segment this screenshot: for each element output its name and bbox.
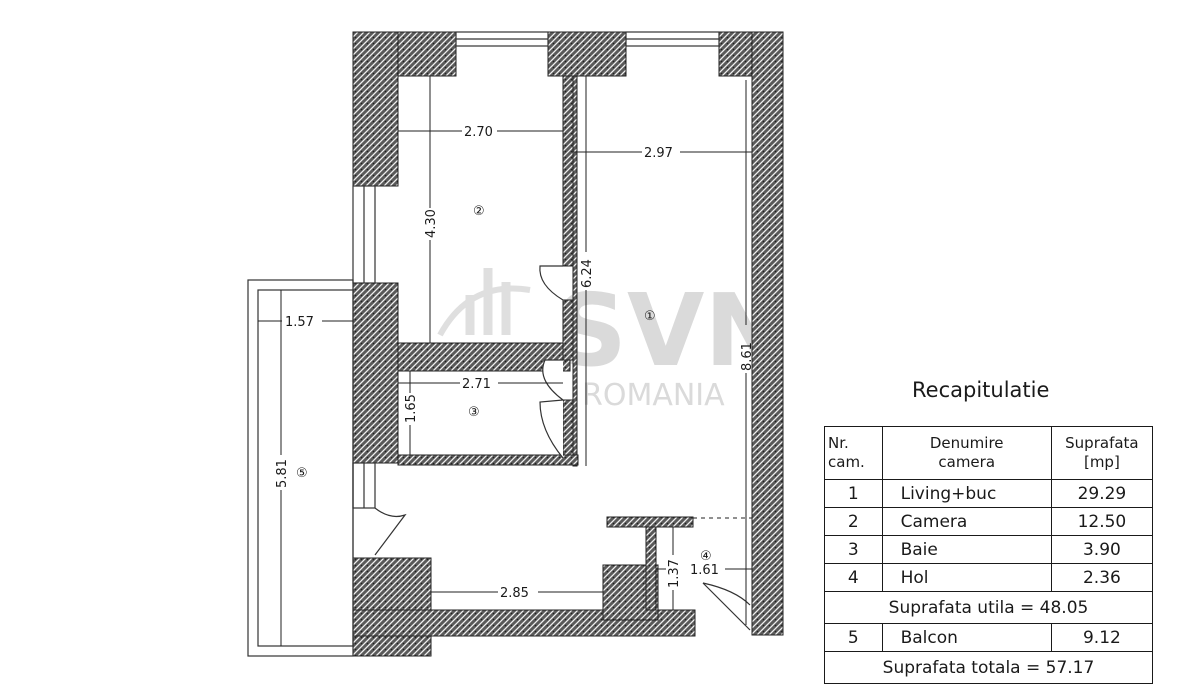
table-row: 2 Camera 12.50 bbox=[824, 507, 1154, 536]
watermark-brand: SVN bbox=[555, 272, 788, 389]
watermark: SVN ROMANIA bbox=[437, 268, 788, 413]
table-row: 1 Living+buc 29.29 bbox=[824, 479, 1154, 508]
balcony bbox=[247, 279, 354, 657]
row-name: Baie bbox=[881, 535, 1052, 564]
doors bbox=[374, 265, 751, 631]
row-area: 2.36 bbox=[1050, 563, 1154, 592]
header-nr: Nr. cam. bbox=[824, 426, 883, 480]
grand-total: Suprafata totala = 57.17 bbox=[824, 651, 1153, 684]
dimension-lines bbox=[258, 76, 752, 646]
dim-1-37: 1.37 bbox=[667, 559, 682, 588]
room-number-1: ① bbox=[644, 309, 656, 324]
row-name: Living+buc bbox=[881, 479, 1052, 508]
dim-2-97: 2.97 bbox=[644, 146, 673, 161]
table-row: 3 Baie 3.90 bbox=[824, 535, 1154, 564]
dim-2-70: 2.70 bbox=[464, 125, 493, 140]
walls bbox=[352, 31, 784, 657]
dim-1-57: 1.57 bbox=[285, 315, 314, 330]
recap-title: Recapitulatie bbox=[912, 378, 1050, 402]
header-name-line2: camera bbox=[938, 453, 996, 471]
recap-header-row: Nr. cam. Denumire camera Suprafata [mp] bbox=[824, 426, 1154, 480]
dim-6-24: 6.24 bbox=[580, 259, 595, 288]
row-area: 3.90 bbox=[1050, 535, 1154, 564]
header-name-line1: Denumire bbox=[929, 434, 1004, 452]
room-number-3: ③ bbox=[468, 405, 480, 420]
header-area-line2: [mp] bbox=[1083, 453, 1120, 471]
table-row: 5 Balcon 9.12 bbox=[824, 623, 1154, 652]
watermark-logo-icon bbox=[437, 268, 531, 337]
dim-4-30: 4.30 bbox=[424, 209, 439, 238]
dim-2-71: 2.71 bbox=[462, 377, 491, 392]
watermark-country: ROMANIA bbox=[582, 378, 725, 413]
room-number-5: ⑤ bbox=[296, 466, 308, 481]
grand-total-row: Suprafata totala = 57.17 bbox=[824, 651, 1153, 684]
balcony-name: Balcon bbox=[881, 623, 1052, 652]
floor-plan: SVN ROMANIA bbox=[247, 31, 788, 657]
useful-total: Suprafata utila = 48.05 bbox=[824, 591, 1153, 624]
row-name: Camera bbox=[881, 507, 1052, 536]
dim-1-65: 1.65 bbox=[404, 394, 419, 423]
room-number-2: ② bbox=[473, 204, 485, 219]
dim-2-85: 2.85 bbox=[500, 586, 529, 601]
balcony-nr: 5 bbox=[824, 623, 883, 652]
dim-1-61: 1.61 bbox=[690, 563, 719, 578]
row-nr: 1 bbox=[824, 479, 883, 508]
header-name: Denumire camera bbox=[881, 426, 1052, 480]
balcony-area: 9.12 bbox=[1050, 623, 1154, 652]
recap-table: Nr. cam. Denumire camera Suprafata [mp] … bbox=[824, 426, 1154, 684]
header-area: Suprafata [mp] bbox=[1050, 426, 1154, 480]
dim-8-61: 8.61 bbox=[740, 342, 755, 371]
header-nr-line1: Nr. bbox=[828, 434, 849, 452]
row-area: 29.29 bbox=[1050, 479, 1154, 508]
dim-5-81: 5.81 bbox=[275, 459, 290, 488]
row-name: Hol bbox=[881, 563, 1052, 592]
row-area: 12.50 bbox=[1050, 507, 1154, 536]
row-nr: 4 bbox=[824, 563, 883, 592]
row-nr: 2 bbox=[824, 507, 883, 536]
windows bbox=[352, 31, 720, 509]
useful-total-row: Suprafata utila = 48.05 bbox=[824, 591, 1153, 624]
header-nr-line2: cam. bbox=[828, 453, 865, 471]
room-number-4: ④ bbox=[700, 549, 712, 564]
table-row: 4 Hol 2.36 bbox=[824, 563, 1154, 592]
row-nr: 3 bbox=[824, 535, 883, 564]
header-area-line1: Suprafata bbox=[1065, 434, 1139, 452]
